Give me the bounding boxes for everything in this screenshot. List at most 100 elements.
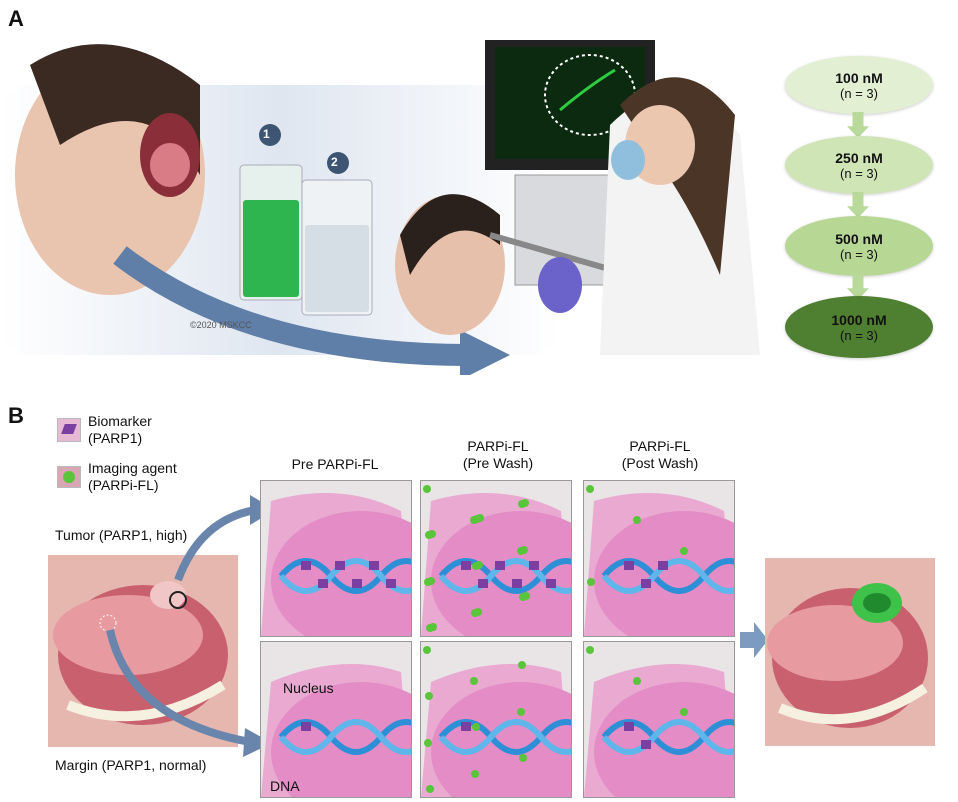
cell-panel-tumor-pre-wash bbox=[420, 480, 572, 637]
header-line: (Pre Wash) bbox=[462, 455, 534, 471]
legend-imaging-agent: Imaging agent(PARPi-FL) bbox=[88, 460, 177, 494]
panel-a-label: A bbox=[8, 6, 24, 31]
cell-panel-tumor-post-wash bbox=[583, 480, 735, 637]
dose-n: (n = 3) bbox=[840, 165, 878, 181]
legend-biomarker: Biomarker(PARP1) bbox=[88, 413, 152, 447]
biomarker-legend-icon bbox=[57, 418, 81, 442]
header-line: (Post Wash) bbox=[621, 455, 699, 471]
parp1-marker bbox=[624, 722, 634, 731]
parp1-marker bbox=[386, 579, 396, 588]
parpi-fl-dot bbox=[521, 499, 529, 507]
cell-panel-margin-post-wash bbox=[583, 641, 735, 798]
dose-n: (n = 3) bbox=[840, 246, 878, 262]
step-badge-1-label: 1 bbox=[263, 127, 270, 141]
parpi-fl-dot bbox=[470, 677, 478, 685]
dose-n: (n = 3) bbox=[840, 85, 878, 101]
cell-panel-margin-pre bbox=[260, 641, 412, 798]
parp1-marker bbox=[529, 561, 539, 570]
oral-cavity-illustration-right bbox=[765, 558, 935, 746]
column-header-pre-wash: PARPi-FL(Pre Wash) bbox=[418, 438, 578, 472]
parpi-fl-dot bbox=[680, 547, 688, 555]
parp1-marker bbox=[641, 579, 651, 588]
oral-cavity-illustration-left bbox=[48, 555, 238, 747]
tumor-label: Tumor (PARP1, high) bbox=[55, 527, 188, 543]
header-line: PARPi-FL bbox=[467, 438, 529, 454]
parpi-fl-dot bbox=[474, 608, 482, 616]
nucleus-label: Nucleus bbox=[283, 680, 334, 696]
parp1-marker bbox=[301, 561, 311, 570]
parpi-fl-dot bbox=[518, 661, 526, 669]
step-badge-2 bbox=[327, 152, 349, 174]
parpi-fl-dot bbox=[427, 577, 435, 585]
dose-1000nm: 1000 nM(n = 3) bbox=[785, 296, 933, 358]
arrow-down-icon bbox=[847, 112, 869, 138]
parpi-fl-dot bbox=[425, 692, 433, 700]
parpi-fl-dot bbox=[680, 708, 688, 716]
header-line: Pre PARPi-FL bbox=[291, 456, 379, 472]
dose-100nm: 100 nM(n = 3) bbox=[785, 56, 933, 114]
column-header-pre: Pre PARPi-FL bbox=[255, 456, 415, 473]
parp1-marker bbox=[495, 561, 505, 570]
parpi-fl-dot bbox=[587, 578, 595, 586]
legend-line: Biomarker bbox=[88, 413, 152, 429]
connector-arrows bbox=[106, 495, 275, 757]
flow-arrow bbox=[113, 246, 471, 366]
legend-line: (PARP1) bbox=[88, 430, 143, 446]
parpi-fl-dot bbox=[633, 516, 641, 524]
margin-label: Margin (PARP1, normal) bbox=[55, 757, 207, 773]
dose-250nm: 250 nM(n = 3) bbox=[785, 136, 933, 194]
dna-label: DNA bbox=[270, 778, 300, 794]
parpi-fl-dot bbox=[522, 592, 530, 600]
copyright: ©2020 MSKCC bbox=[190, 320, 252, 330]
cell-panel-margin-pre-wash bbox=[420, 641, 572, 798]
header-line: PARPi-FL bbox=[629, 438, 691, 454]
parpi-fl-dot bbox=[633, 677, 641, 685]
parpi-fl-dot bbox=[517, 708, 525, 716]
parp1-marker bbox=[641, 740, 651, 749]
panel-b-label: B bbox=[8, 403, 24, 428]
clinical-procedure-illustration bbox=[0, 40, 760, 375]
parpi-fl-dot bbox=[586, 485, 594, 493]
parp1-marker bbox=[318, 579, 328, 588]
legend-line: (PARPi-FL) bbox=[88, 477, 159, 493]
parpi-fl-dot bbox=[426, 785, 434, 793]
parp1-marker bbox=[461, 722, 471, 731]
parpi-fl-dot bbox=[519, 754, 527, 762]
step-badge-2-label: 2 bbox=[331, 155, 338, 169]
parp1-marker bbox=[512, 579, 522, 588]
parp1-marker bbox=[461, 561, 471, 570]
dose-value: 1000 nM bbox=[831, 311, 887, 328]
parp1-marker bbox=[301, 722, 311, 731]
dose-value: 500 nM bbox=[835, 230, 883, 247]
parpi-fl-dot bbox=[472, 723, 480, 731]
parp1-marker bbox=[658, 561, 668, 570]
column-header-post-wash: PARPi-FL(Post Wash) bbox=[580, 438, 740, 472]
arrow-down-icon bbox=[847, 274, 869, 300]
cell-panel-tumor-pre bbox=[260, 480, 412, 637]
dose-value: 250 nM bbox=[835, 149, 883, 166]
dose-n: (n = 3) bbox=[840, 327, 878, 343]
parp1-marker bbox=[369, 561, 379, 570]
parpi-fl-dot bbox=[586, 646, 594, 654]
dose-500nm: 500 nM(n = 3) bbox=[785, 216, 933, 276]
parpi-fl-dot bbox=[475, 561, 483, 569]
step-badge-1 bbox=[259, 124, 281, 146]
parpi-fl-dot bbox=[423, 646, 431, 654]
parpi-fl-dot bbox=[423, 485, 431, 493]
parp1-marker bbox=[335, 561, 345, 570]
parpi-fl-dot bbox=[424, 739, 432, 747]
parp1-marker bbox=[352, 579, 362, 588]
dose-value: 100 nM bbox=[835, 69, 883, 86]
parp1-marker bbox=[478, 579, 488, 588]
parpi-fl-dot bbox=[471, 770, 479, 778]
parpi-fl-dot bbox=[520, 546, 528, 554]
legend-line: Imaging agent bbox=[88, 460, 177, 476]
parpi-fl-dot bbox=[429, 623, 437, 631]
arrow-right-icon bbox=[740, 622, 768, 658]
parp1-marker bbox=[624, 561, 634, 570]
arrow-down-icon bbox=[847, 192, 869, 218]
imaging-agent-legend-icon bbox=[57, 466, 81, 488]
parpi-fl-dot bbox=[476, 514, 484, 522]
parp1-marker bbox=[546, 579, 556, 588]
